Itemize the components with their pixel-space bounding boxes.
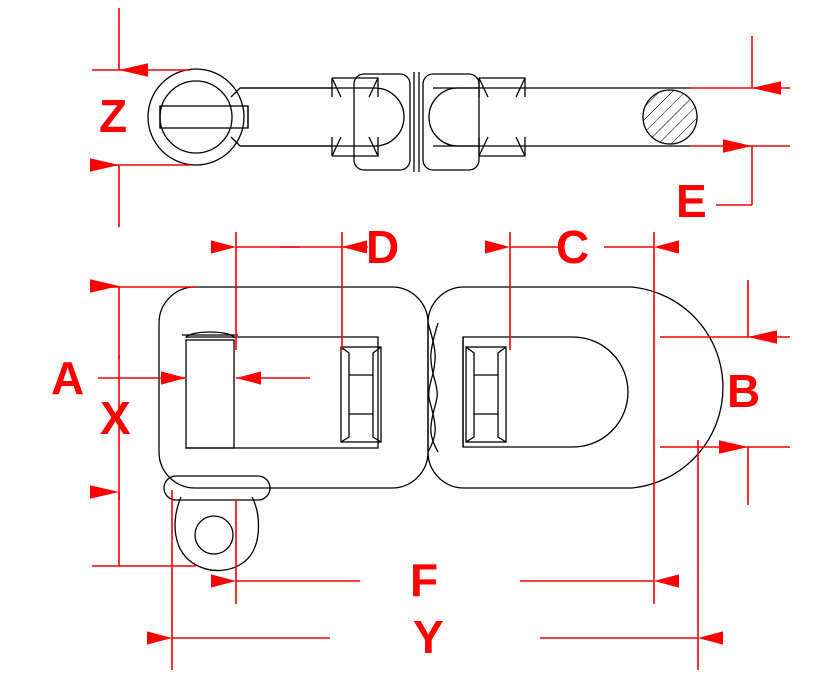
dimension-C <box>485 232 679 440</box>
jaw-tang-eye-outline <box>174 496 260 572</box>
dimension-label-Z: Z <box>99 90 128 142</box>
dimension-F <box>211 440 679 604</box>
jaw-pin-body <box>185 339 235 449</box>
jaw-tang-bar <box>163 475 271 501</box>
dimension-X <box>90 279 196 567</box>
dimension-label-F: F <box>410 554 439 606</box>
dimension-Z <box>90 8 190 227</box>
eye-section-circle <box>642 89 698 145</box>
right-swivel-nose <box>428 87 478 147</box>
dimension-label-Y: Y <box>413 611 444 663</box>
dimension-label-B: B <box>727 365 761 417</box>
left-swivel-nose <box>355 87 405 147</box>
left-swivel-block <box>353 73 411 171</box>
eye-inner-slot <box>462 336 629 448</box>
dimension-label-C: C <box>556 221 590 273</box>
dimension-label-D: D <box>366 221 400 273</box>
jaw-outer-body <box>158 286 429 489</box>
screw-head-outer-circle <box>147 68 245 166</box>
jaw-shank-top-edge <box>230 87 332 98</box>
dimension-E <box>690 36 790 206</box>
dimension-label-X: X <box>100 392 131 444</box>
jaw-hex-nut <box>340 346 382 443</box>
swivel-waist-left <box>427 322 436 453</box>
right-swivel-block <box>422 73 480 171</box>
dimension-D <box>211 232 368 350</box>
swivel-waist-right <box>430 322 439 453</box>
jaw-shank-bottom-edge <box>230 136 332 147</box>
dimension-Y <box>147 440 723 670</box>
dimension-label-E: E <box>676 175 707 227</box>
jaw-tang-eye-hole <box>194 515 234 555</box>
front-view-geometry <box>158 286 724 572</box>
screw-head-inner-circle <box>159 80 233 154</box>
dimension-lines <box>90 8 790 670</box>
screw-slot <box>159 105 249 129</box>
side-view-geometry <box>147 68 698 172</box>
jaw-inner-slot <box>186 336 379 449</box>
eye-outer-body <box>427 286 724 489</box>
eye-hex-nut <box>465 346 507 443</box>
dimension-B <box>660 280 790 505</box>
dimension-label-A: A <box>51 352 85 404</box>
